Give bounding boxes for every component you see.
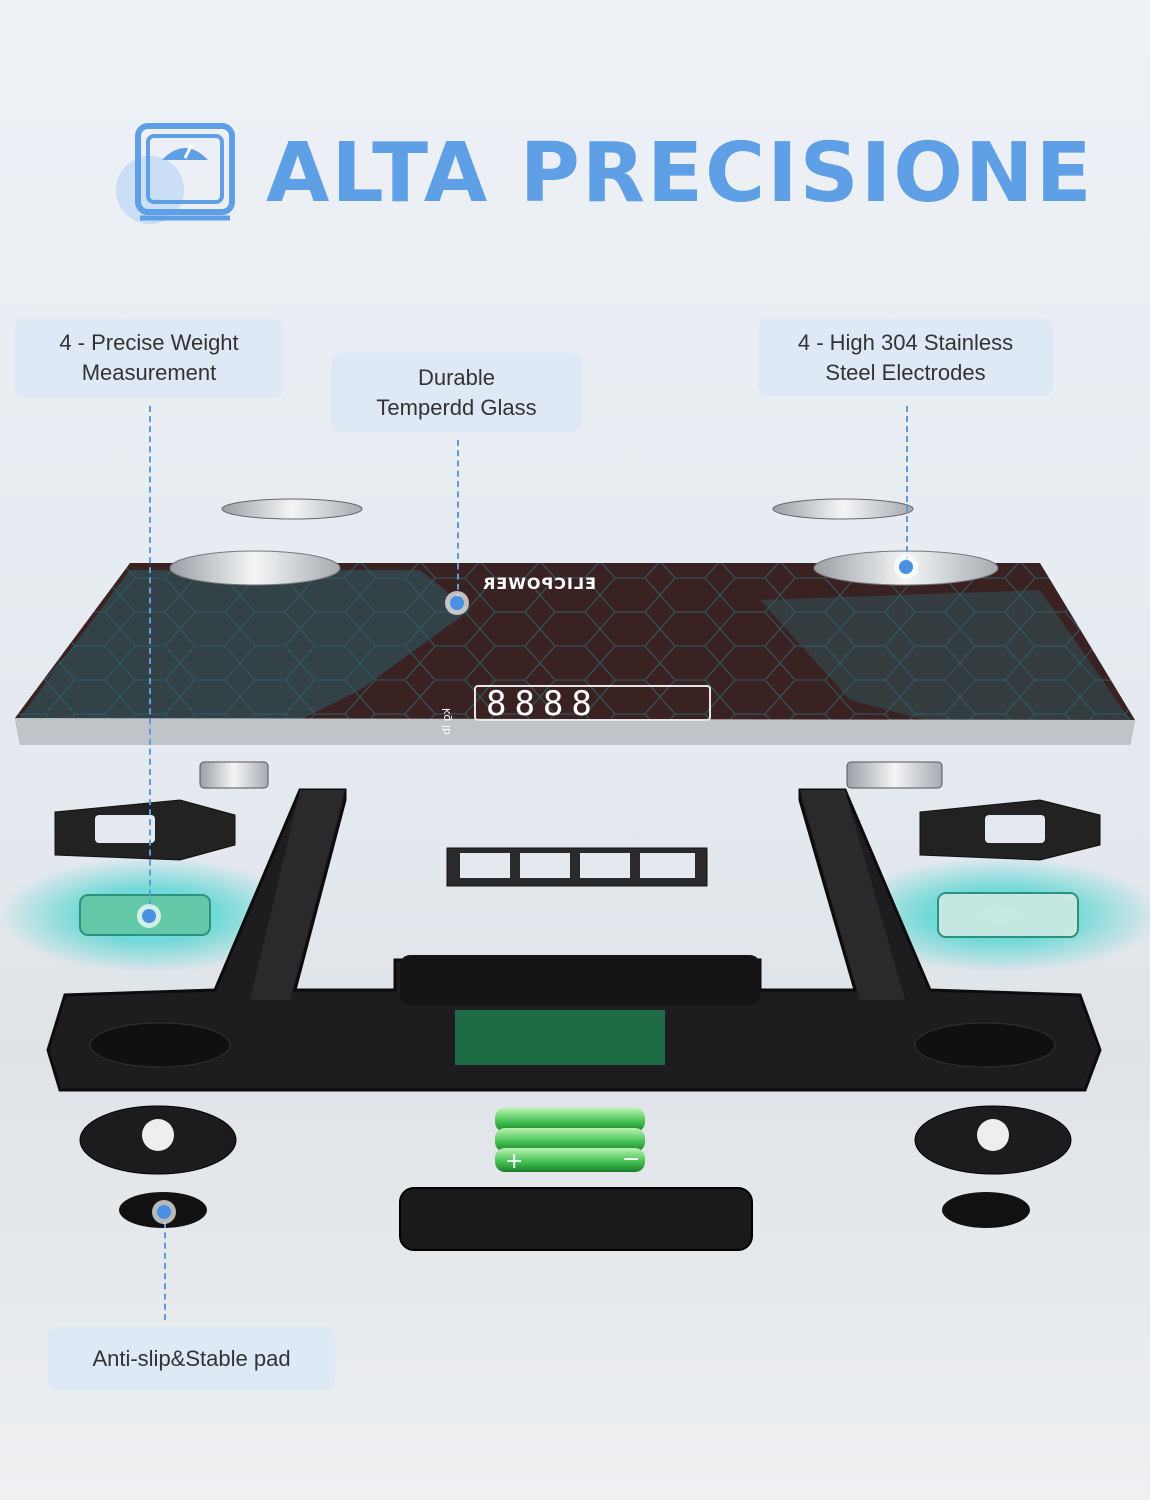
svg-text:−: − xyxy=(622,1147,640,1172)
battery-cover xyxy=(399,1187,753,1251)
callout-tempered-glass: Durable Temperdd Glass xyxy=(331,353,582,432)
mainboard-bracket xyxy=(446,847,708,887)
callout-electrodes-line1: 4 - High 304 Stainless xyxy=(797,329,1014,355)
battery-pack: + − xyxy=(495,1108,645,1174)
callout-electrodes: 4 - High 304 Stainless Steel Electrodes xyxy=(758,319,1053,396)
callout-weight-line2: Measurement xyxy=(81,360,217,385)
brand-label: ELICPOWER xyxy=(482,574,597,593)
callout-electrodes-line2: Steel Electrodes xyxy=(825,359,986,385)
svg-text:+: + xyxy=(505,1149,523,1174)
leader-pad xyxy=(164,1212,166,1320)
display-digits: 8888 xyxy=(478,684,592,724)
electrode-plate xyxy=(221,498,363,520)
leader-electrodes xyxy=(906,406,908,562)
leader-glass xyxy=(457,440,459,600)
callout-anti-slip-pad: Anti-slip&Stable pad xyxy=(48,1327,335,1390)
callout-weight-measurement: 4 - Precise Weight Measurement xyxy=(14,319,284,397)
marker-dot-pad xyxy=(157,1205,171,1219)
leader-weight xyxy=(149,406,151,916)
page-title: ALTA PRECISIONE xyxy=(266,125,1094,221)
display-units: kg lb xyxy=(440,708,453,735)
callout-glass-line2: Temperdd Glass xyxy=(376,394,537,420)
scale-icon xyxy=(110,118,238,228)
marker-dot-electrodes xyxy=(899,560,913,574)
callout-glass-line1: Durable xyxy=(417,364,496,390)
title-bar: ALTA PRECISIONE xyxy=(110,118,1094,228)
electrode-plate xyxy=(772,498,914,520)
callout-pad-line1: Anti-slip&Stable pad xyxy=(92,1345,291,1371)
marker-dot-glass xyxy=(450,596,464,610)
marker-dot-weight xyxy=(142,909,156,923)
callout-weight-line1: 4 - Precise Weight xyxy=(59,330,239,355)
